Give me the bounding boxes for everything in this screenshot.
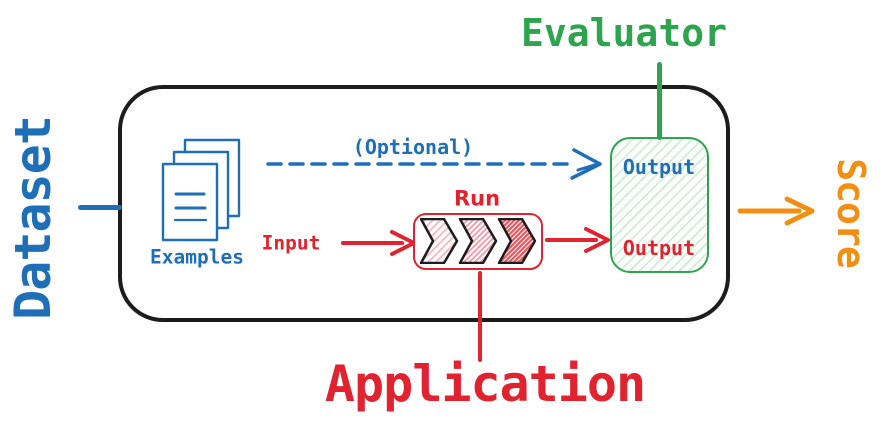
application-label: Application — [324, 355, 646, 413]
run-label: Run — [453, 186, 501, 211]
evaluator-connector-line — [657, 62, 662, 140]
system-boundary-box — [118, 85, 730, 322]
score-label: Score — [829, 158, 873, 268]
evaluator-label: Evaluator — [521, 11, 727, 55]
score-arrow — [737, 196, 815, 226]
dataset-label: Dataset — [4, 116, 62, 320]
examples-label: Examples — [150, 245, 244, 269]
application-connector-line — [478, 271, 482, 362]
chevron-pipeline-icon — [420, 218, 536, 264]
optional-dashed-arrow — [266, 148, 602, 180]
input-arrow — [341, 230, 416, 256]
input-label: Input — [261, 231, 321, 255]
document-stack-icon — [161, 138, 241, 242]
output-evaluator-label: Output — [622, 155, 696, 179]
dataset-connector-line — [78, 205, 122, 210]
evaluator-output-box — [610, 137, 709, 273]
optional-label: (Optional) — [352, 135, 474, 159]
output-application-label: Output — [622, 236, 696, 260]
run-output-arrow — [545, 227, 610, 253]
